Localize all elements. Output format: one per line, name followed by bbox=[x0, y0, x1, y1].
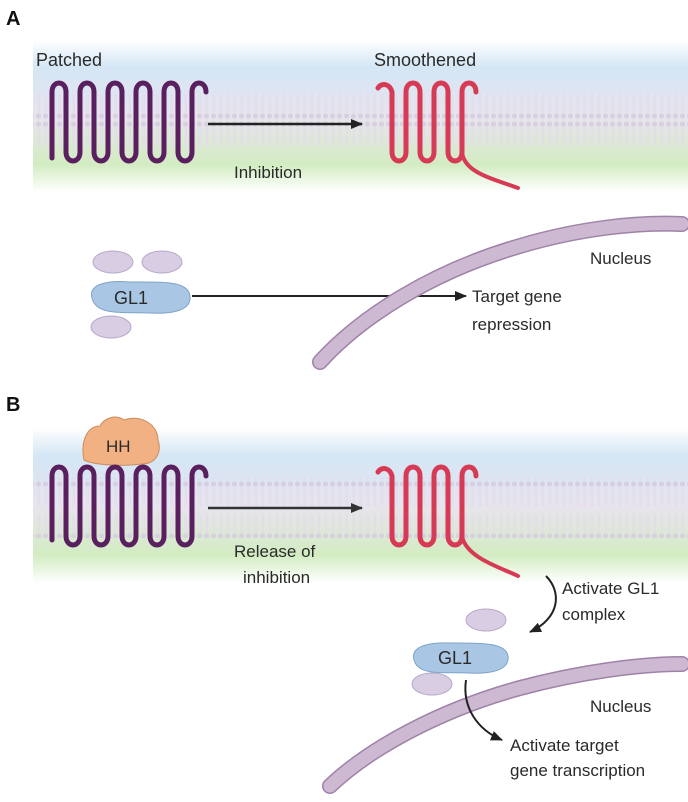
nucleus-envelope-b bbox=[323, 657, 688, 793]
target-label-b-line2: gene transcription bbox=[510, 761, 645, 780]
panel-a-letter: A bbox=[6, 8, 20, 30]
gl1-subunit-b-1 bbox=[465, 608, 507, 632]
activate-label-line2: complex bbox=[562, 605, 626, 624]
target-label-a-line2: repression bbox=[472, 315, 551, 334]
patched-receptor bbox=[49, 80, 209, 164]
patched-label: Patched bbox=[36, 50, 102, 70]
hh-label: HH bbox=[106, 437, 131, 456]
release-label-line1: Release of bbox=[234, 542, 316, 561]
panel-a: A Patched Smoothened Inhibition GL1 Targ… bbox=[6, 8, 688, 370]
gl1-label-b: GL1 bbox=[438, 648, 472, 668]
transcription-arrow bbox=[464, 679, 503, 741]
target-label-a-line1: Target gene bbox=[472, 287, 562, 306]
patched-receptor-b bbox=[49, 464, 209, 548]
release-label-line2: inhibition bbox=[243, 568, 310, 587]
panel-b: B HH Release of inhibition Activate GL1 … bbox=[6, 394, 688, 794]
target-label-b-line1: Activate target bbox=[510, 736, 619, 755]
activate-complex-arrow bbox=[529, 575, 557, 633]
gl1-label-a: GL1 bbox=[114, 288, 148, 308]
gl1-subunit-a-1 bbox=[92, 250, 134, 274]
activate-label-line1: Activate GL1 bbox=[562, 579, 659, 598]
smoothened-tail-b bbox=[460, 534, 520, 578]
nucleus-label-b: Nucleus bbox=[590, 697, 651, 716]
gl1-subunit-b-2 bbox=[411, 672, 453, 696]
smoothened-tail-a bbox=[460, 150, 520, 190]
gl1-subunit-a-2 bbox=[141, 250, 183, 274]
inhibition-label: Inhibition bbox=[234, 163, 302, 182]
gl1-protein-a bbox=[91, 281, 191, 314]
hh-ligand bbox=[82, 416, 160, 466]
gl1-subunit-a-3 bbox=[90, 315, 132, 339]
smoothened-label: Smoothened bbox=[374, 50, 476, 70]
nucleus-label-a: Nucleus bbox=[590, 249, 651, 268]
gl1-protein-b bbox=[413, 642, 509, 674]
nucleus-envelope-a bbox=[313, 217, 688, 369]
panel-b-letter: B bbox=[6, 394, 20, 416]
